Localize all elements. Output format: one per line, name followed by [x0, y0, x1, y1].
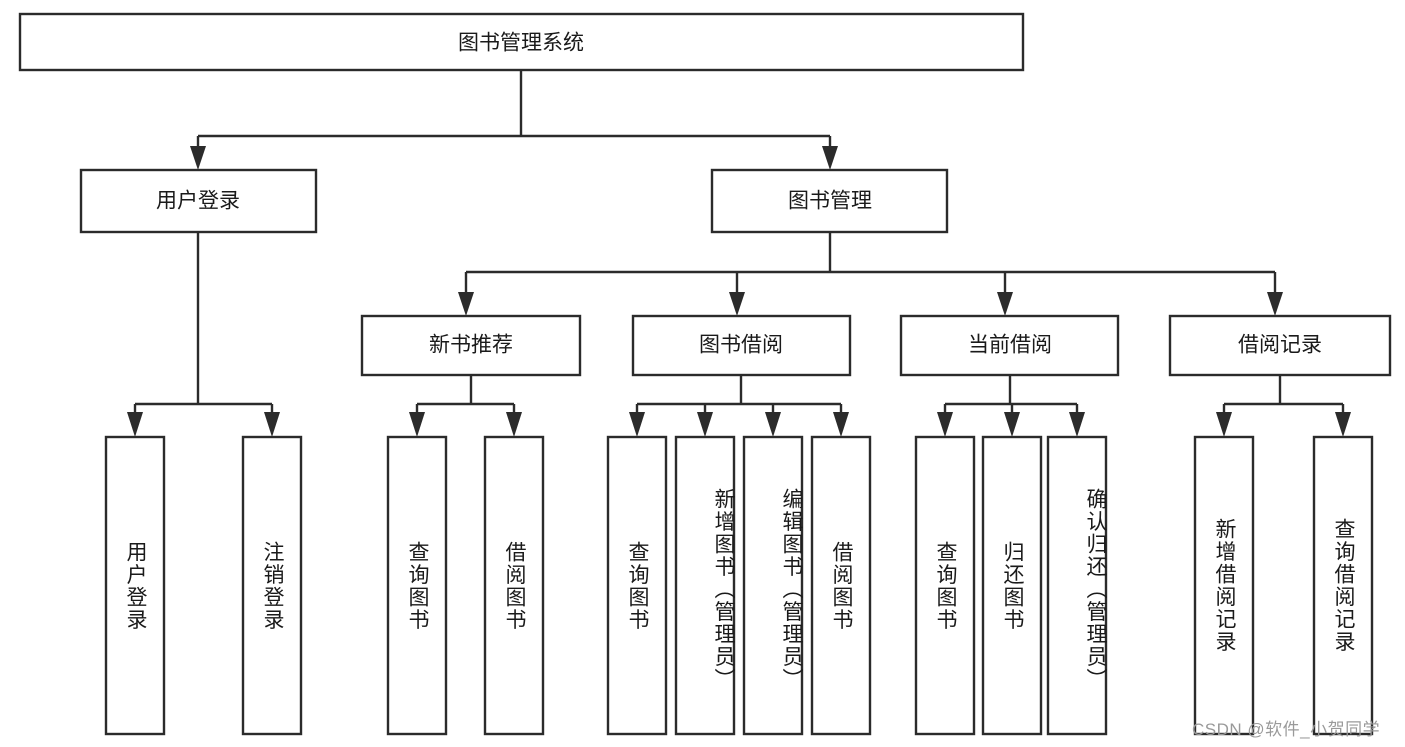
- arrow-user-login-leaf-1: [264, 412, 280, 437]
- connectors-book-borrow-to-leaves: [629, 375, 849, 437]
- node-book-borrow-box[interactable]: [631, 314, 852, 377]
- node-user-login-box[interactable]: [79, 168, 318, 234]
- arrow-current-borrow-leaf-1: [1004, 412, 1020, 437]
- node-book-management-box[interactable]: [710, 168, 949, 234]
- node-current-borrow-box[interactable]: [899, 314, 1120, 377]
- node-current-borrow-label: 当前借阅: [968, 334, 1052, 357]
- node-new-book-recommend-box[interactable]: [360, 314, 582, 377]
- connectors-root-to-level2: [190, 70, 838, 170]
- node-new-book-recommend-label: 新书推荐: [429, 334, 513, 357]
- arrow-borrow-record-leaf-0: [1216, 412, 1232, 437]
- node-current-borrow[interactable]: 当前借阅: [899, 314, 1120, 377]
- arrow-book-mgmt-child-1: [729, 292, 745, 316]
- arrow-book-borrow-leaf-0: [629, 412, 645, 437]
- connectors-user-login-to-leaves: [127, 232, 280, 437]
- arrow-book-mgmt-child-3: [1267, 292, 1283, 316]
- leaf-box-book-borrow-2[interactable]: [742, 435, 804, 736]
- node-book-borrow[interactable]: 图书借阅: [631, 314, 852, 377]
- connectors-book-mgmt-to-level3: [458, 232, 1283, 316]
- node-root[interactable]: 图书管理系统: [18, 12, 1025, 72]
- leaf-box-current-borrow-2[interactable]: [1046, 435, 1108, 736]
- leaf-box-user-login-1[interactable]: [241, 435, 303, 736]
- node-borrow-record-label: 借阅记录: [1238, 334, 1322, 357]
- node-book-borrow-label: 图书借阅: [699, 334, 783, 357]
- arrow-book-borrow-leaf-2: [765, 412, 781, 437]
- arrow-book-mgmt-child-2: [997, 292, 1013, 316]
- arrow-book-borrow-leaf-3: [833, 412, 849, 437]
- node-book-management-label: 图书管理: [788, 190, 872, 213]
- leaf-box-book-borrow-3[interactable]: [810, 435, 872, 736]
- node-borrow-record-box[interactable]: [1168, 314, 1392, 377]
- arrow-current-borrow-leaf-0: [937, 412, 953, 437]
- leaf-box-new-book-1[interactable]: [483, 435, 545, 736]
- node-borrow-record[interactable]: 借阅记录: [1168, 314, 1392, 377]
- arrow-new-book-leaf-0: [409, 412, 425, 437]
- node-root-box[interactable]: [18, 12, 1025, 72]
- arrow-root-to-user-login: [190, 146, 206, 170]
- node-user-login-label: 用户登录: [156, 190, 240, 213]
- leaf-box-current-borrow-1[interactable]: [981, 435, 1043, 736]
- arrow-current-borrow-leaf-2: [1069, 412, 1085, 437]
- node-new-book-recommend[interactable]: 新书推荐: [360, 314, 582, 377]
- leaf-box-book-borrow-0[interactable]: [606, 435, 668, 736]
- leaf-box-borrow-record-0[interactable]: [1193, 435, 1255, 736]
- leaf-box-new-book-0[interactable]: [386, 435, 448, 736]
- node-root-label: 图书管理系统: [458, 32, 584, 55]
- arrow-root-to-book-mgmt: [822, 146, 838, 170]
- arrow-book-borrow-leaf-1: [697, 412, 713, 437]
- arrow-user-login-leaf-0: [127, 412, 143, 437]
- connectors-new-book-to-leaves: [409, 375, 522, 437]
- leaf-box-current-borrow-0[interactable]: [914, 435, 976, 736]
- connectors-borrow-record-to-leaves: [1216, 375, 1351, 437]
- leaf-box-borrow-record-1[interactable]: [1312, 435, 1374, 736]
- arrow-new-book-leaf-1: [506, 412, 522, 437]
- connectors-current-borrow-to-leaves: [937, 375, 1085, 437]
- node-book-management[interactable]: 图书管理: [710, 168, 949, 234]
- csdn-watermark: CSDN @软件_小贺同学: [1192, 720, 1381, 739]
- leaf-box-book-borrow-1[interactable]: [674, 435, 736, 736]
- node-user-login[interactable]: 用户登录: [79, 168, 318, 234]
- leaf-box-user-login-0[interactable]: [104, 435, 166, 736]
- arrow-book-mgmt-child-0: [458, 292, 474, 316]
- arrow-borrow-record-leaf-1: [1335, 412, 1351, 437]
